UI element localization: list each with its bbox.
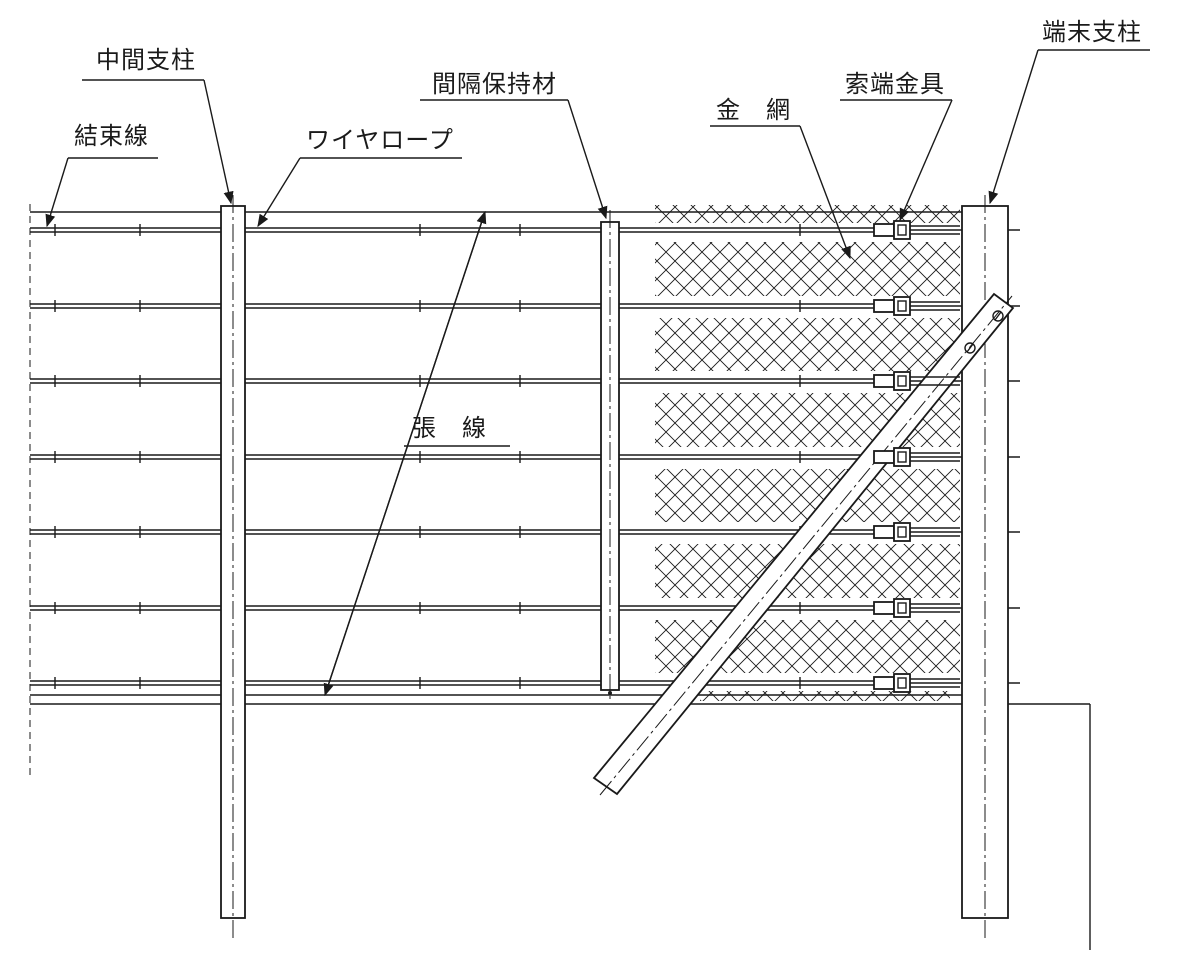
wire-rope [30,224,1020,242]
mesh-panel [655,469,960,522]
diagonal-brace [592,292,1015,796]
stay-wire-label: 張 線 [412,414,487,442]
rope-end-fitting-label: 索端金具 [845,70,945,98]
spacer-clamp [608,691,612,695]
end-post-label: 端末支柱 [1042,18,1142,46]
stay-wire [323,210,487,697]
wire-mesh [655,205,960,701]
rope-end-fitting [873,371,960,391]
rope-end-fitting [873,220,960,240]
rope-end-fitting [873,522,960,542]
mesh-panel [655,242,960,296]
label-stay-wire: 張 線 [404,414,510,447]
mesh-panel-bottom [700,691,950,701]
rope-end-fittings [873,220,960,693]
label-wire-rope: ワイヤロープ [257,126,462,228]
wire-rope [30,375,1020,393]
middle-post-label: 中間支柱 [96,46,196,74]
spacer-bar [600,210,620,700]
rope-end-fitting [873,598,960,618]
rope-end-fitting [873,296,960,316]
mesh-panel-top [655,205,960,223]
wire-rope [30,300,1020,318]
wire-rope-label: ワイヤロープ [306,126,454,154]
wire-rope [30,526,1020,544]
wire-rope [30,677,1020,695]
wire-rope [30,602,1020,620]
middle-post [220,195,246,940]
spacer-label: 間隔保持材 [432,70,557,98]
label-end-post: 端末支柱 [988,18,1150,205]
mesh-panel [655,318,960,371]
label-middle-post: 中間支柱 [82,46,234,205]
rope-end-fitting [873,673,960,693]
rope-end-fitting [873,447,960,467]
binding-wire-label: 結束線 [74,122,149,150]
label-spacer: 間隔保持材 [420,70,608,220]
label-binding-wire: 結束線 [45,122,158,228]
label-rope-end-fitting: 索端金具 [840,70,953,222]
wire-mesh-label: 金 網 [716,96,791,124]
label-wire-mesh: 金 網 [710,96,851,260]
